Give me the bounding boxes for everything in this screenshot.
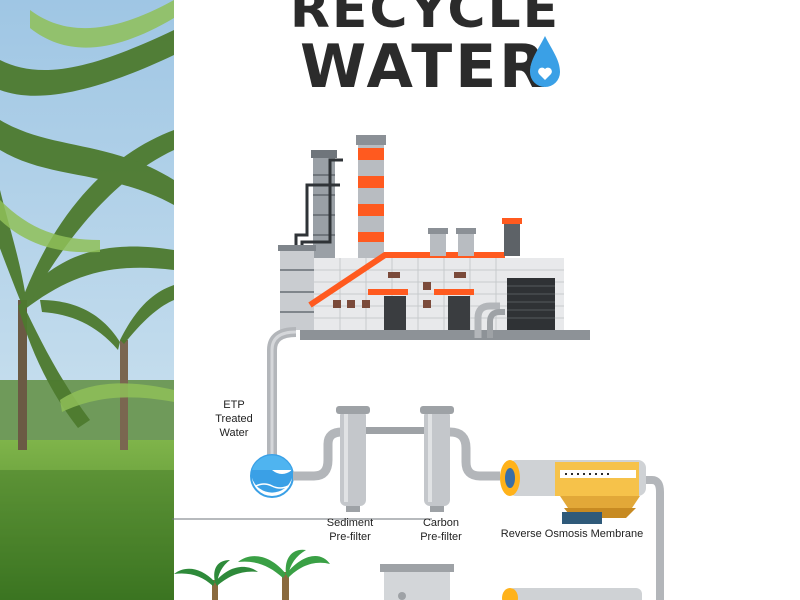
title-line-water: WATER bbox=[300, 32, 549, 102]
ro-storage-cylinder bbox=[502, 588, 642, 600]
water-drop-heart-icon bbox=[528, 34, 562, 95]
carbon-prefilter-icon bbox=[420, 406, 454, 512]
palm-tree-icon bbox=[174, 549, 330, 600]
etp-treated-water-label: ETP Treated Water bbox=[215, 399, 253, 439]
title-line-recycle: RECYCLE bbox=[289, 0, 561, 40]
storage-tank-icon bbox=[380, 564, 454, 600]
reverse-osmosis-membrane-label: Reverse Osmosis Membrane bbox=[500, 528, 644, 540]
carbon-prefilter-label: Carbon Pre-filter bbox=[420, 517, 462, 543]
etp-treated-water-tank bbox=[250, 454, 294, 498]
sediment-prefilter-label: Sediment Pre-filter bbox=[326, 517, 374, 543]
etp-outlet-pipe bbox=[267, 327, 297, 462]
sediment-prefilter-icon bbox=[336, 406, 370, 512]
reverse-osmosis-membrane-icon bbox=[500, 460, 646, 524]
factory-icon bbox=[278, 135, 590, 340]
palm-plantation-photo bbox=[0, 0, 174, 600]
